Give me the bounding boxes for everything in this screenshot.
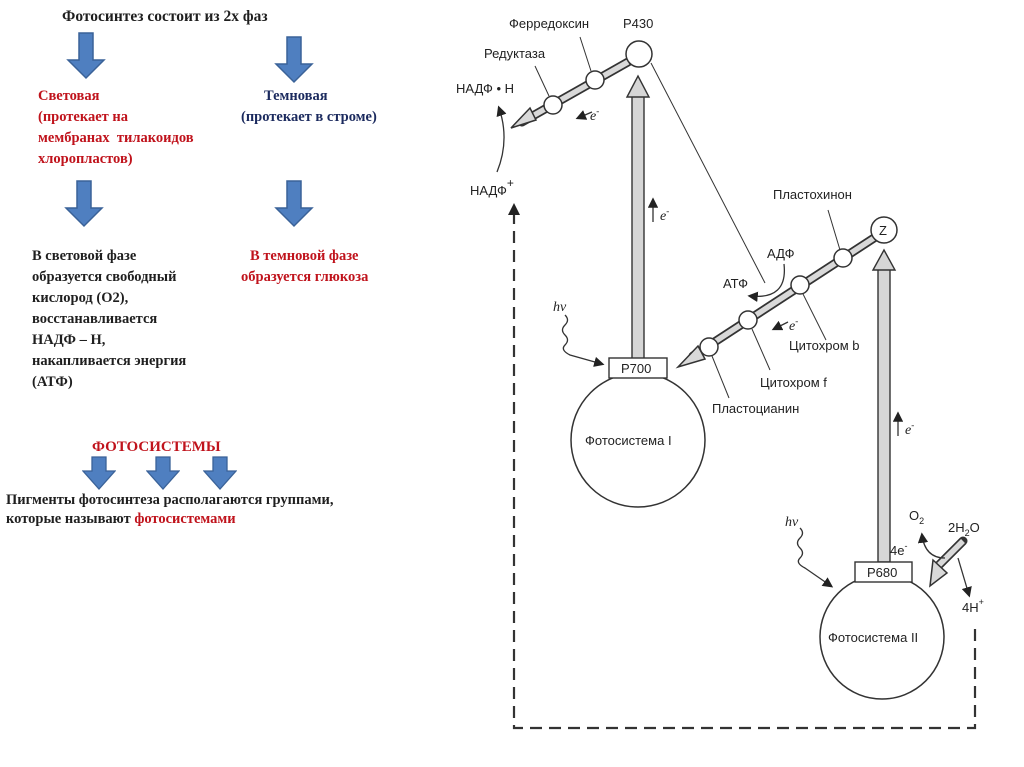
label-ferredoxin: Ферредоксин	[509, 16, 589, 31]
nadp-curve	[496, 105, 507, 173]
label-plastocyanin: Пластоцианин	[712, 401, 799, 416]
light-phase-desc-3: хлоропластов)	[38, 151, 133, 167]
arrow-down-icon	[146, 456, 180, 490]
light-result-7: (АТФ)	[32, 374, 73, 390]
label-z: Z	[879, 223, 887, 238]
p680-box	[854, 561, 913, 583]
label-e-1: e-	[590, 106, 599, 124]
label-cytochrome-f: Цитохром f	[760, 375, 827, 390]
electron-arrow	[575, 110, 593, 120]
arrow-down-icon	[274, 36, 314, 84]
light-phase-heading: Световая	[38, 88, 100, 104]
light-phase-desc-1: (протекает на	[38, 109, 129, 125]
label-e-4: e-	[905, 420, 914, 438]
h-plus-arrow	[957, 557, 972, 598]
arrow-down-icon	[66, 32, 106, 80]
light-result-5: НАДФ – Н,	[32, 332, 106, 348]
photosystems-text-1: Пигменты фотосинтеза располагаются групп…	[6, 492, 334, 508]
hv-wave-2	[796, 527, 834, 588]
label-plastoquinone: Пластохинон	[773, 187, 852, 202]
label-p430: P430	[623, 16, 653, 31]
slide-title: Фотосинтез состоит из 2х фаз	[62, 8, 268, 25]
label-cytochrome-b: Цитохром b	[789, 338, 860, 353]
ferredoxin-node	[585, 70, 605, 90]
label-reductase: Редуктаза	[484, 46, 546, 61]
light-phase-desc-2: мембранах тилакоидов	[38, 130, 194, 146]
label-nadph: НАДФ • Н	[456, 81, 514, 96]
dark-phase-desc: (протекает в строме)	[241, 109, 377, 125]
dashed-return-path	[512, 212, 977, 730]
water-split-arrow	[929, 536, 968, 588]
light-result-2: образуется свободный	[32, 269, 177, 285]
photosystems-heading: ФОТОСИСТЕМЫ	[92, 439, 221, 455]
light-result-6: накапливается энергия	[32, 353, 187, 369]
ferredoxin-chain	[510, 57, 633, 129]
o2-curve	[917, 532, 946, 559]
label-p700: P700	[621, 361, 651, 376]
cytochrome-f-node	[738, 310, 758, 330]
label-e-2: e-	[660, 206, 669, 224]
reductase-node	[543, 95, 563, 115]
label-4e: 4e-	[890, 541, 907, 558]
dark-result-1: В темновой фазе	[250, 248, 359, 264]
p700-vertical-arrow	[625, 74, 651, 363]
hv-wave-1	[561, 314, 605, 367]
light-result-4: восстанавливается	[32, 311, 158, 327]
p430-node	[625, 40, 653, 68]
cytochrome-b-node	[790, 275, 810, 295]
light-result-3: кислород (О2),	[32, 290, 129, 306]
cyclic-line	[650, 62, 766, 284]
label-hv-1: hν	[553, 300, 567, 315]
dark-result-2: образуется глюкоза	[241, 269, 369, 285]
electron-arrow-2	[771, 320, 789, 331]
label-adp: АДФ	[767, 246, 795, 261]
light-result-1: В световой фазе	[32, 248, 137, 264]
label-4h: 4H+	[962, 597, 984, 615]
label-o2: O2	[909, 508, 924, 526]
label-hv-2: hν	[785, 515, 799, 530]
label-e-3: e-	[789, 316, 798, 334]
label-p680: P680	[867, 565, 897, 580]
p700-box	[608, 357, 668, 379]
p680-vertical-arrow	[871, 248, 897, 563]
arrow-down-icon	[82, 456, 116, 490]
dark-phase-heading: Темновая	[264, 88, 328, 104]
photosystems-text-2-prefix: которые называют	[6, 511, 135, 527]
arrow-down-icon	[64, 180, 104, 228]
arrow-down-icon	[274, 180, 314, 228]
label-nadp: НАДФ+	[470, 176, 514, 198]
photosystems-highlight: фотосистемами	[134, 511, 236, 527]
label-atp: АТФ	[723, 276, 748, 291]
z-node	[870, 216, 898, 244]
adp-atp-curve	[747, 263, 786, 302]
arrow-down-icon	[203, 456, 237, 490]
label-photosystem-2: Фотосистема II	[828, 630, 918, 645]
plastocyanin-node	[699, 337, 719, 357]
label-water: 2H2O	[948, 520, 980, 538]
label-photosystem-1: Фотосистема I	[585, 433, 672, 448]
plastoquinone-node	[833, 248, 853, 268]
photosystems-text-2: которые называют фотосистемами	[6, 509, 236, 530]
